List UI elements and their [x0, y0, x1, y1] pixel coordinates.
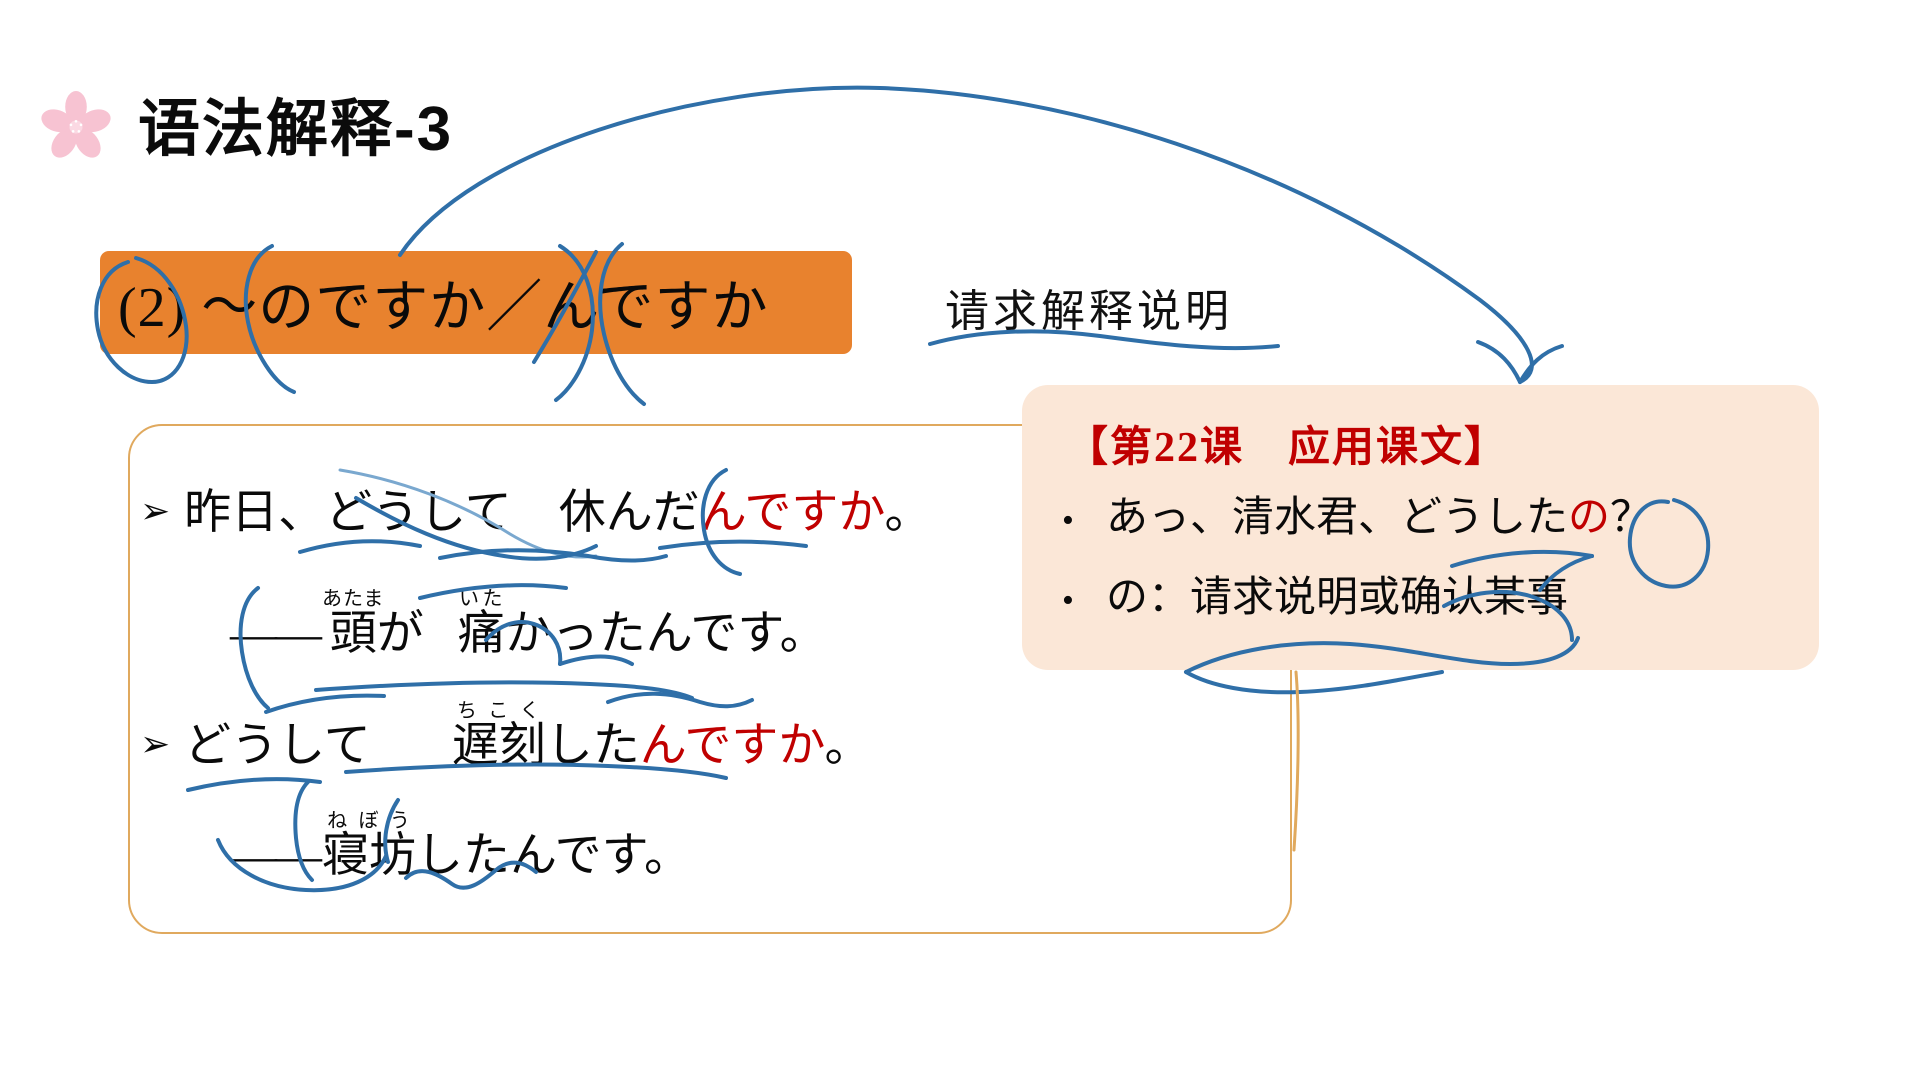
grammar-point-banner: (2) 〜のですか／んですか	[100, 251, 852, 354]
side-note-text: 请求解释说明	[945, 287, 1233, 336]
page-title: 语法解释-3	[138, 95, 454, 164]
example-line-question-1: ➢ 昨日、どうして 休んだんですか。	[140, 490, 931, 537]
panel-line-2-black: の：请求说明或确认某事	[1106, 575, 1569, 621]
example-4-tail: したんです。	[416, 830, 691, 882]
panel-line-1-red: の	[1568, 495, 1611, 541]
banner-text: (2) 〜のですか／んですか	[118, 277, 769, 339]
example-line-answer-1: ——頭あたまが痛いたかったんです。	[230, 588, 827, 658]
example-line-answer-2: ——寝坊ねぼうしたんです。	[230, 810, 691, 880]
bullet-dot-icon: •	[1062, 582, 1074, 620]
bullet-arrow-icon: ➢	[140, 491, 171, 531]
example-line-question-2: ➢ どうして 遅刻ちこくしたんですか。	[140, 700, 871, 770]
panel-line-2: • の：请求说明或确认某事	[1062, 563, 1568, 624]
example-3-black2: した	[545, 720, 640, 772]
example-3-red: んですか	[639, 720, 825, 772]
example-2-ga: が	[376, 608, 424, 660]
answer-dash-2: ——	[230, 830, 322, 882]
bullet-arrow-icon: ➢	[140, 724, 171, 764]
panel-line-1: • あっ、清水君、どうしたの？	[1062, 483, 1652, 544]
example-1-black: 昨日、どうして 休んだ	[184, 487, 700, 539]
example-3-tail: 。	[824, 720, 872, 772]
ruby-nebou: 寝坊ねぼう	[322, 810, 416, 882]
panel-line-1-black: あっ、清水君、どうした	[1106, 495, 1569, 541]
panel-line-1-tail: ？	[1610, 495, 1653, 541]
ruby-chikoku: 遅刻ちこく	[451, 700, 546, 772]
ruby-ita: 痛いた	[457, 588, 505, 660]
example-1-red: んですか	[699, 487, 885, 539]
slide-title-row: 语法解释-3	[40, 78, 453, 168]
sakura-flower-icon	[40, 91, 112, 163]
textbook-reference-panel: 【第22课 应用课文】 • あっ、清水君、どうしたの？ • の：请求说明或确认某事	[1022, 385, 1819, 670]
answer-dash-1: ——	[230, 608, 322, 660]
example-3-black: どうして	[184, 720, 418, 772]
example-1-tail: 。	[884, 487, 932, 539]
bullet-dot-icon: •	[1062, 502, 1074, 540]
panel-heading: 【第22课 应用课文】	[1066, 425, 1509, 471]
example-2-tail: かったんです。	[504, 608, 827, 660]
ruby-atama: 頭あたま	[322, 588, 385, 660]
